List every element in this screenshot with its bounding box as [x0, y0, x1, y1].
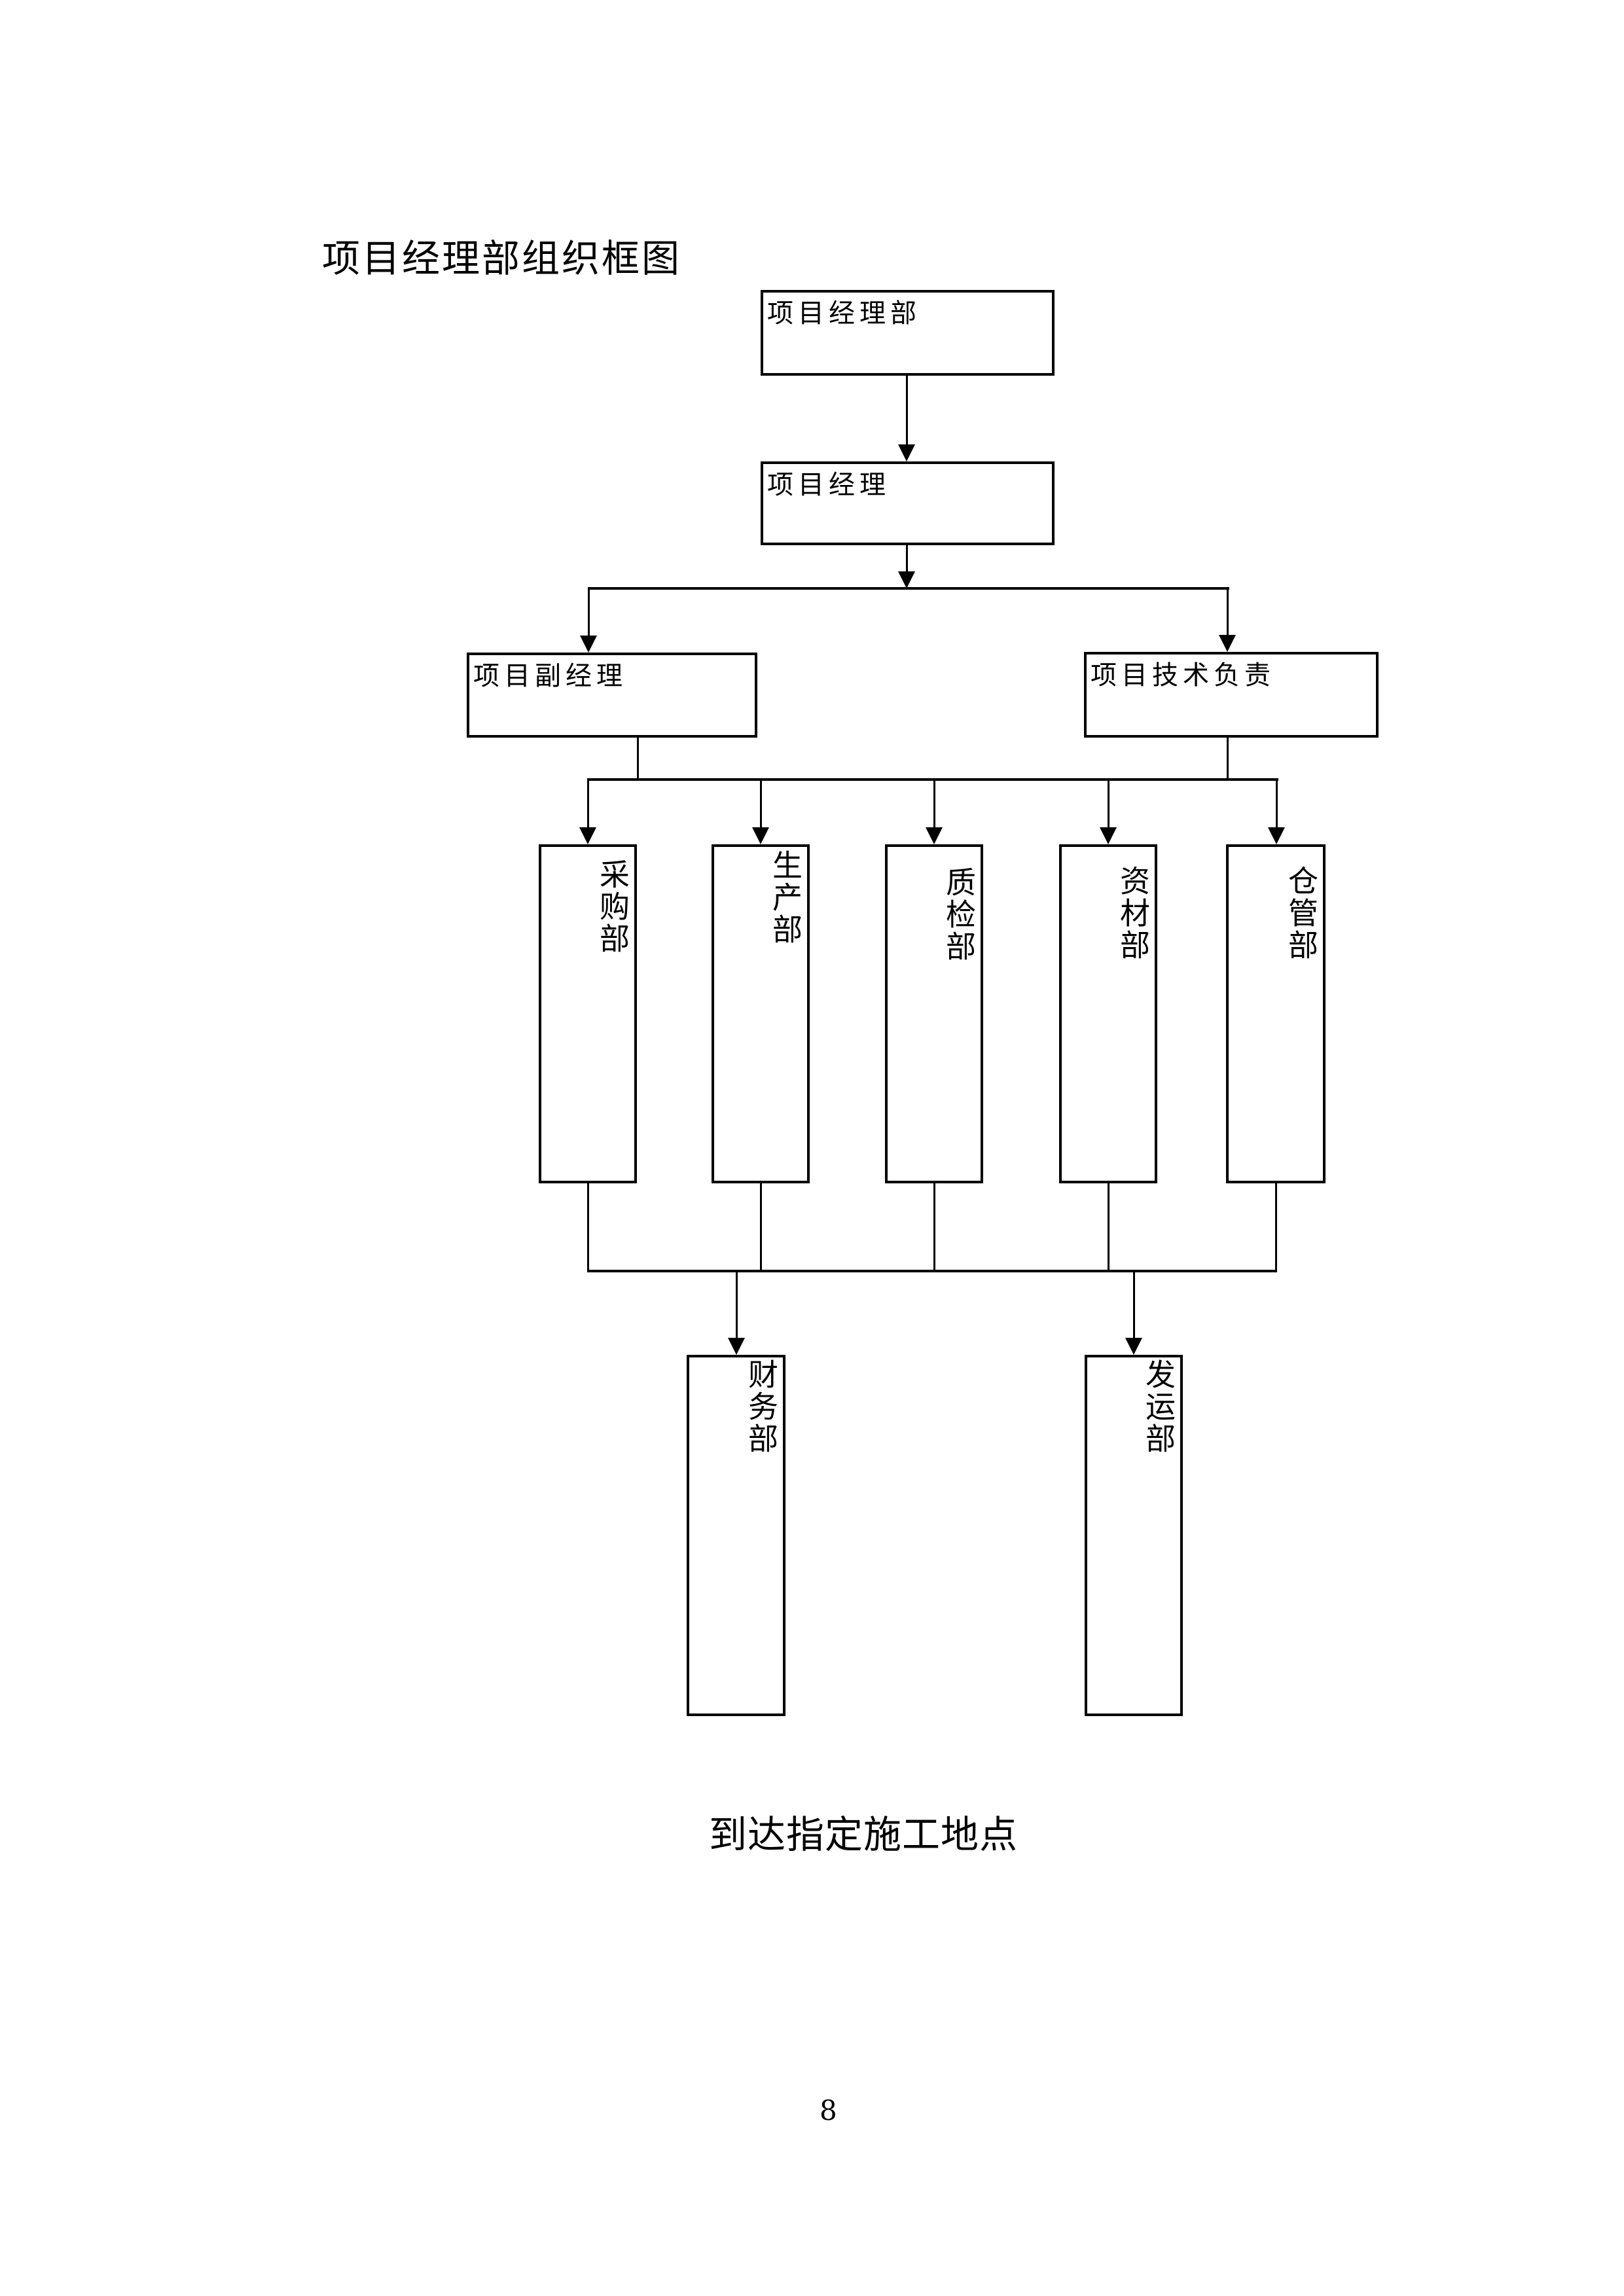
arrow-down-icon — [1125, 1338, 1142, 1355]
connector-warehouse-down-line — [1275, 1183, 1277, 1272]
arrow-down-icon — [1219, 635, 1236, 652]
org-node-project-technical-lead: 项目技术负责 — [1084, 652, 1379, 738]
arrow-down-icon — [752, 827, 769, 844]
org-node-shipping-dept: 发运部 — [1085, 1355, 1183, 1716]
connector-procurement-down-line — [587, 1183, 589, 1272]
connector-to-warehouse-line — [1276, 778, 1278, 829]
connector-branch-to-techlead-line — [1227, 587, 1229, 636]
connector-materials-down-line — [1108, 1183, 1110, 1272]
org-node-procurement-dept: 采购部 — [539, 844, 637, 1183]
org-node-warehouse-dept: 仓管部 — [1226, 844, 1326, 1183]
arrow-down-icon — [926, 827, 943, 844]
arrow-down-icon — [580, 636, 597, 653]
connector-pm-to-branch-line — [906, 545, 908, 573]
connector-deputy-to-collector-line — [637, 738, 639, 780]
connector-to-finance-line — [736, 1272, 738, 1339]
arrow-down-icon — [728, 1338, 745, 1355]
org-node-project-manager: 项目经理 — [761, 461, 1055, 545]
branch-line-level4 — [587, 778, 1278, 781]
connector-quality-down-line — [933, 1183, 935, 1272]
arrow-down-icon — [898, 444, 915, 461]
destination-caption: 到达指定施工地点 — [709, 1812, 1019, 1857]
org-node-deputy-project-manager: 项目副经理 — [467, 653, 757, 738]
arrow-down-icon — [898, 571, 915, 588]
connector-techlead-to-collector-line — [1227, 738, 1229, 780]
arrow-down-icon — [1100, 827, 1117, 844]
connector-to-quality-line — [933, 781, 935, 829]
arrow-down-icon — [1268, 827, 1285, 844]
arrow-down-icon — [579, 827, 596, 844]
org-node-project-manager-dept: 项目经理部 — [761, 290, 1055, 376]
connector-pmdept-to-pm-line — [906, 376, 908, 446]
org-node-quality-inspection-dept: 质检部 — [885, 844, 983, 1183]
page-title: 项目经理部组织框图 — [322, 236, 682, 281]
page-number: 8 — [820, 2094, 837, 2126]
org-node-production-dept: 生产部 — [712, 844, 810, 1183]
org-node-finance-dept: 财务部 — [687, 1355, 785, 1716]
connector-production-down-line — [760, 1183, 762, 1272]
org-node-materials-dept: 资材部 — [1059, 844, 1157, 1183]
connector-to-production-line — [760, 781, 762, 829]
branch-line-level3 — [588, 587, 1229, 590]
connector-to-materials-line — [1108, 781, 1110, 829]
connector-to-procurement-line — [587, 778, 589, 829]
branch-line-level5 — [587, 1270, 1277, 1272]
connector-to-shipping-line — [1133, 1272, 1135, 1339]
connector-branch-to-deputy-line — [588, 587, 590, 637]
